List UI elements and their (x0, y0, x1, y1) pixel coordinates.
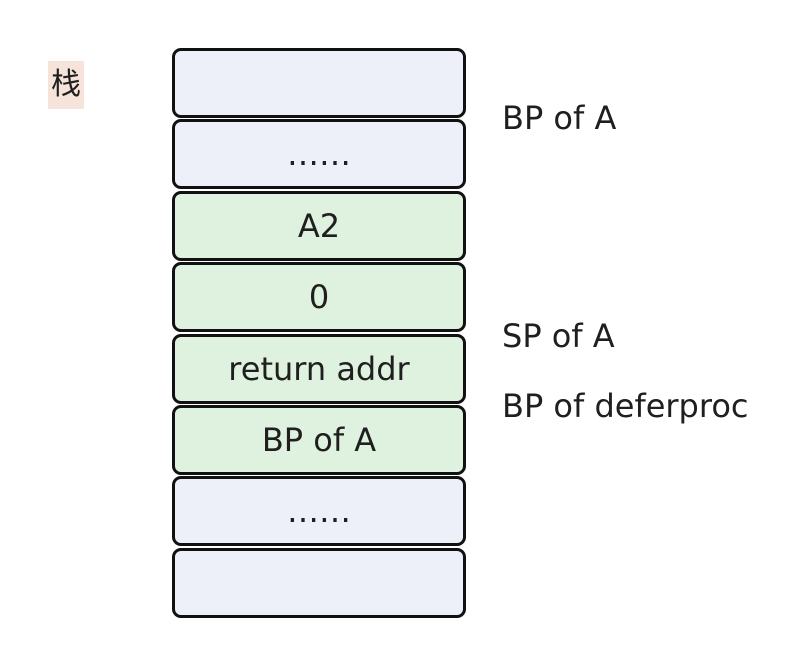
stack-cell-ellipsis-upper: …… (172, 119, 466, 189)
stack-cell-ellipsis-lower: …… (172, 476, 466, 546)
stack-cell-return-addr: return addr (172, 334, 466, 404)
stack-cell-a2: A2 (172, 191, 466, 261)
stack-cell-bp-of-a: BP of A (172, 405, 466, 475)
label-bp-of-a: BP of A (502, 99, 617, 137)
stack-cell-zero: 0 (172, 262, 466, 332)
label-sp-of-a: SP of A (502, 317, 615, 355)
label-bp-of-deferproc: BP of deferproc (502, 387, 749, 425)
stack-cell-bottom (172, 548, 466, 618)
stack-cell-top (172, 48, 466, 118)
stack-title: 栈 (48, 61, 84, 109)
